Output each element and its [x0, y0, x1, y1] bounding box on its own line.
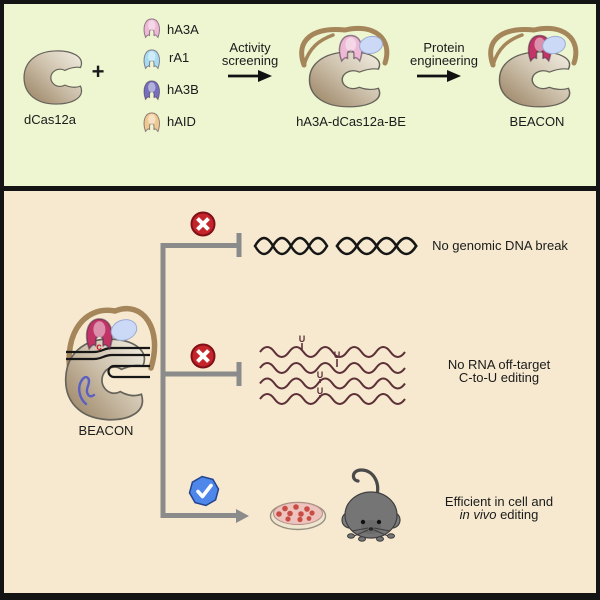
deaminase-label-ha3a: hA3A: [167, 22, 199, 37]
intermediate-complex-label: hA3A-dCas12a-BE: [296, 114, 406, 129]
deaminase-label-haid: hAID: [167, 114, 196, 129]
deaminase-label-ha3b: hA3B: [167, 82, 199, 97]
outcome-label-rna: No RNA off-target C-to-U editing: [447, 357, 551, 385]
beacon-bottom-label: BEACON: [78, 423, 134, 438]
deaminase-label-ra1: rA1: [169, 50, 190, 65]
beacon-top-label: BEACON: [509, 114, 565, 129]
outcome-label-editing: Efficient in cell and in vivo editing: [444, 494, 554, 522]
dcas12a-label: dCas12a: [23, 112, 77, 127]
top-panel: [4, 4, 596, 186]
protein-engineering-label: Protein engineering: [410, 40, 478, 68]
activity-screening-label: Activity screening: [221, 40, 279, 68]
plus-sign: +: [91, 59, 105, 84]
outcome-label-dna: No genomic DNA break: [432, 238, 568, 253]
